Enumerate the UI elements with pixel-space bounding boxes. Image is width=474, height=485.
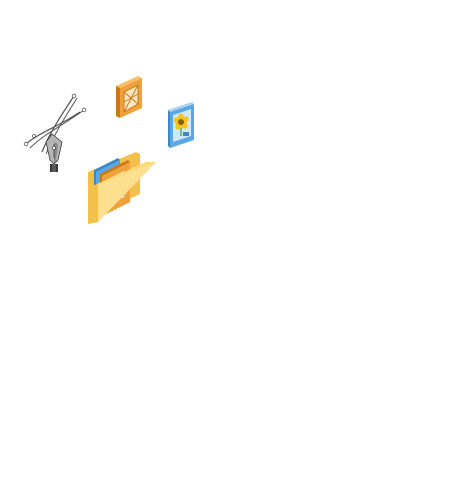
open-folder-icon: [88, 152, 156, 224]
sunflower-image-icon: [168, 102, 194, 148]
artboard-frame-icon: [116, 76, 142, 118]
pen-tool-icon: [23, 93, 87, 172]
